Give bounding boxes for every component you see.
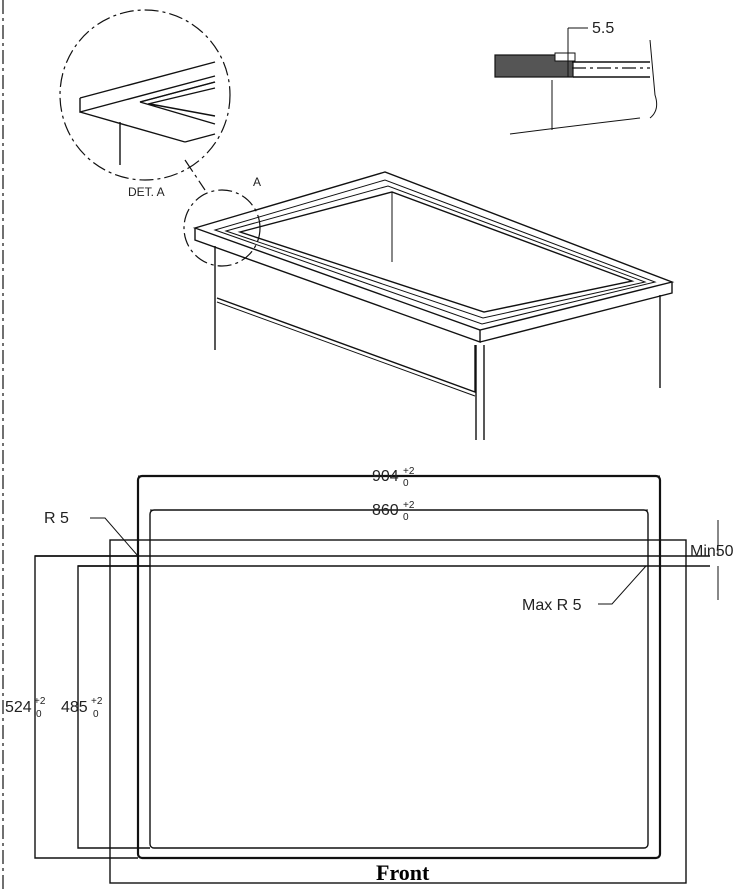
front-label: Front (376, 860, 430, 885)
outer-width-label: 904 (372, 468, 399, 485)
inner-depth-label: 485 (61, 699, 88, 716)
outer-depth-label: 524 (5, 699, 32, 716)
max-radius-leader (598, 565, 647, 605)
corner-radius-label: R 5 (44, 510, 69, 527)
detail-leader (184, 159, 206, 191)
inner-width-label: 860 (372, 502, 399, 519)
edge-dimension-label: 5.5 (592, 20, 614, 37)
outer-cutout (136, 474, 662, 860)
inner-width-tol-lower: 0 (403, 512, 409, 523)
section-hob-edge (554, 52, 576, 62)
detail-a-view: DET. A (59, 9, 231, 199)
outer-depth-dim (34, 555, 138, 859)
iso-rim-2 (224, 185, 647, 319)
plan-view: 904 +2 0 860 +2 0 524 +2 0 485 +2 0 R 5 … (5, 466, 734, 885)
iso-edge-left (194, 228, 481, 343)
isometric-countertop: A (183, 171, 675, 440)
inner-depth-tol-lower: 0 (93, 709, 99, 720)
outer-width-tol-lower: 0 (403, 478, 409, 489)
outer-width-tol-upper: +2 (403, 466, 415, 477)
inner-depth-tol-upper: +2 (91, 696, 103, 707)
iso-cutout (237, 191, 635, 313)
iso-drawer (216, 297, 476, 394)
edge-section-view: 5.5 (494, 20, 658, 135)
detail-front-edge (79, 75, 216, 113)
detail-label: DET. A (128, 185, 165, 199)
corner-radius-leader (90, 517, 139, 557)
min-clearance-label: Min50 (690, 543, 734, 560)
detail-circle (59, 9, 231, 181)
iso-drawer-bottom (216, 301, 476, 397)
iso-top-outer (192, 171, 675, 331)
detail-marker-label: A (253, 175, 261, 189)
max-radius-label: Max R 5 (522, 597, 582, 614)
outer-depth-tol-upper: +2 (34, 696, 46, 707)
section-cabinet-outline (509, 39, 658, 135)
inner-depth-dim (77, 565, 150, 849)
inner-cutout (149, 509, 649, 849)
hob-outline (109, 539, 687, 884)
section-countertop (494, 54, 574, 78)
detail-top-surface (79, 61, 216, 99)
inner-width-tol-upper: +2 (403, 500, 415, 511)
iso-rim-1 (213, 179, 657, 325)
outer-depth-tol-lower: 0 (36, 709, 42, 720)
iso-edge-right (479, 282, 673, 343)
detail-marker-circle (183, 189, 261, 267)
detail-frame-lines (79, 81, 216, 165)
